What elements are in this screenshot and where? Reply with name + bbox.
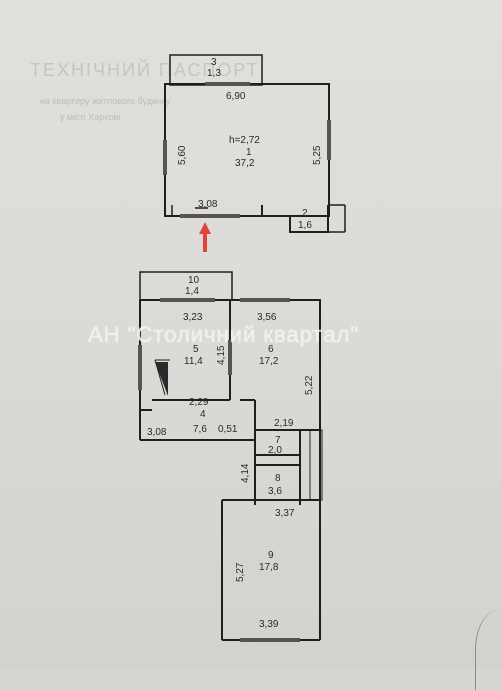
dim-upper-right: 5,25 xyxy=(312,145,323,165)
page-curl xyxy=(475,610,502,690)
dim-upper-top: 6,90 xyxy=(226,91,246,102)
ghost-heading: ТЕХНІЧНИЙ ПАСПОРТ xyxy=(30,60,260,80)
room-8-area: 3,6 xyxy=(268,486,282,497)
dim-4-15: 4,15 xyxy=(216,345,227,365)
ghost-subheading: на квартиру житлового будинку xyxy=(40,96,171,106)
height-label: h=2,72 xyxy=(229,135,260,146)
dim-upper-left: 5,60 xyxy=(177,145,188,165)
room-2-outline xyxy=(261,205,329,233)
dim-5-22: 5,22 xyxy=(304,375,315,395)
room-8-num: 8 xyxy=(275,473,281,484)
room-6-num: 6 xyxy=(268,344,274,355)
ghost-subheading-2: у місті Харкові xyxy=(60,112,121,122)
room-3-num: 3 xyxy=(211,57,217,68)
room-5-area: 11,4 xyxy=(184,356,203,367)
room-9-num: 9 xyxy=(268,550,274,561)
dim-3-37: 3,37 xyxy=(275,508,295,519)
room-1-num: 1 xyxy=(246,147,252,158)
kitchen-stove xyxy=(309,429,323,501)
room-1-area: 37,2 xyxy=(235,158,255,169)
room-4-num: 4 xyxy=(200,409,206,420)
dim-5-27: 5,27 xyxy=(235,562,246,582)
dim-0-51: 0,51 xyxy=(218,424,238,435)
dim-3-23: 3,23 xyxy=(183,312,203,323)
red-arrow-head xyxy=(199,222,211,234)
room-4-area: 7,6 xyxy=(193,424,207,435)
dim-upper-bottom: 3,08 xyxy=(198,199,218,210)
dim-3-39: 3,39 xyxy=(259,619,279,630)
dim-4-14: 4,14 xyxy=(240,463,251,483)
floor-plan-drawing xyxy=(138,54,346,642)
room-2-num: 2 xyxy=(302,208,308,219)
room-5-num: 5 xyxy=(193,344,199,355)
room-7-num: 7 xyxy=(275,435,281,446)
watermark: АН "Столичний квартал" xyxy=(88,322,360,347)
dim-3-56: 3,56 xyxy=(257,312,277,323)
stair-shading xyxy=(155,362,168,396)
room-3-area: 1,3 xyxy=(207,68,221,79)
room-2-area: 1,6 xyxy=(298,220,312,231)
dim-2-29: 2,29 xyxy=(189,397,209,408)
room-10-area: 1,4 xyxy=(185,286,199,297)
room-6-area: 17,2 xyxy=(259,356,279,367)
room-10-num: 10 xyxy=(188,275,200,286)
room-7-area: 2,0 xyxy=(268,445,282,456)
dim-3-08: 3,08 xyxy=(147,427,167,438)
dim-2-19: 2,19 xyxy=(274,418,294,429)
room-9-area: 17,8 xyxy=(259,562,279,573)
